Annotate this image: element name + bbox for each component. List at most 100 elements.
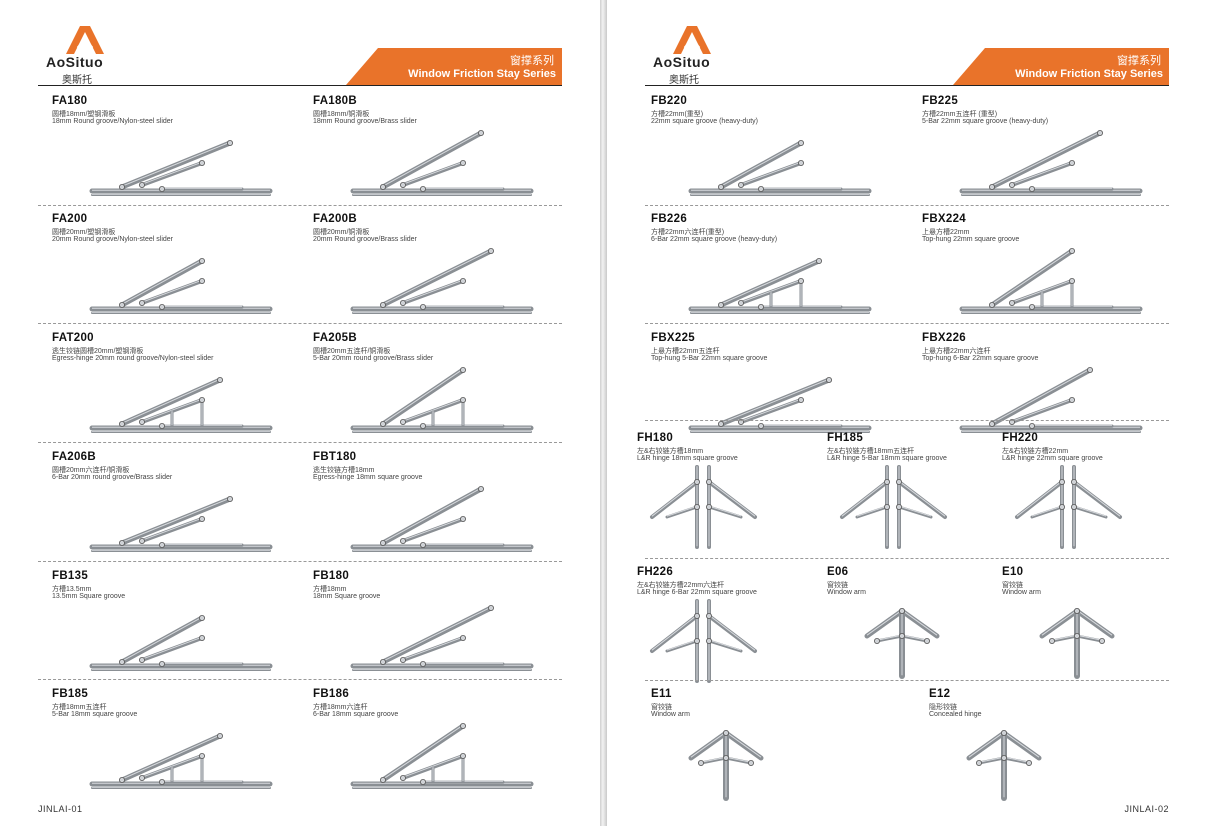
row-divider xyxy=(38,205,562,206)
product-desc-cn: 方槽18mm六连杆 xyxy=(313,704,368,711)
product-illustration xyxy=(52,481,282,566)
page-number-left: JINLAI-01 xyxy=(38,804,83,814)
product-illustration xyxy=(922,125,1152,210)
product-desc-en: L&R hinge 6-Bar 22mm square groove xyxy=(637,589,757,596)
product-code: E12 xyxy=(929,688,951,700)
product-illustration xyxy=(651,362,881,447)
product-code: FA205B xyxy=(313,332,357,344)
product-desc-cn: 方槽18mm五连杆 xyxy=(52,704,107,711)
product-illustration xyxy=(313,481,543,566)
product-desc-cn: 上悬方槽22mm六连杆 xyxy=(922,348,991,355)
lr-hinge-icon xyxy=(1015,465,1122,549)
product-desc-cn: 圆槽18mm/塑钢滑板 xyxy=(52,111,116,118)
product-illustration xyxy=(827,462,977,557)
window-arm-icon xyxy=(1039,607,1115,679)
product-desc-cn: 窗铰链 xyxy=(1002,582,1023,589)
product-desc-en: Window arm xyxy=(651,711,690,718)
friction-stay-icon xyxy=(89,495,273,552)
friction-stay-icon xyxy=(350,130,534,196)
product-desc-cn: 方槽13.5mm xyxy=(52,586,92,593)
product-illustration xyxy=(52,362,282,447)
product-code: FB226 xyxy=(651,213,688,225)
product-desc-en: Top-hung 6-Bar 22mm square groove xyxy=(922,355,1039,362)
product-desc-en: L&R hinge 5-Bar 18mm square groove xyxy=(827,455,947,462)
product-code: FB135 xyxy=(52,570,89,582)
friction-stay-icon xyxy=(89,257,273,314)
product-illustration xyxy=(922,362,1152,447)
product-desc-en: 5-Bar 18mm square groove xyxy=(52,711,138,718)
lr-hinge-icon xyxy=(650,599,757,683)
product-desc-cn: 逃生铰链方槽18mm xyxy=(313,467,375,474)
product-desc-cn: 窗铰链 xyxy=(827,582,848,589)
product-illustration xyxy=(651,243,881,328)
product-illustration xyxy=(313,243,543,328)
section-title-en: Window Friction Stay Series xyxy=(408,68,556,80)
friction-stay-icon xyxy=(959,248,1143,314)
product-code: FBT180 xyxy=(313,451,357,463)
row-divider xyxy=(645,558,1169,559)
lr-hinge-icon xyxy=(840,465,947,549)
product-desc-en: 22mm square groove (heavy-duty) xyxy=(651,118,758,125)
friction-stay-icon xyxy=(959,367,1143,433)
product-code: FBX224 xyxy=(922,213,966,225)
product-code: FB186 xyxy=(313,688,350,700)
product-illustration xyxy=(929,718,1079,813)
product-desc-en: 6-Bar 22mm square groove (heavy-duty) xyxy=(651,236,778,243)
product-code: FH226 xyxy=(637,566,674,578)
product-illustration xyxy=(637,596,787,691)
logo-mark-icon xyxy=(66,26,104,54)
friction-stay-icon xyxy=(89,732,273,789)
left-page: AoSituo 奥斯托 窗撑系列 Window Friction Stay Se… xyxy=(0,0,600,826)
friction-stay-icon xyxy=(350,367,534,433)
product-code: FH185 xyxy=(827,432,864,444)
product-desc-cn: 方槽22mm六连杆(重型) xyxy=(651,229,725,236)
section-banner: 窗撑系列 Window Friction Stay Series xyxy=(346,48,562,85)
row-divider xyxy=(645,323,1169,324)
friction-stay-icon xyxy=(350,605,534,671)
brand-cn: 奥斯托 xyxy=(62,75,92,86)
product-desc-cn: 上悬方槽22mm xyxy=(922,229,970,236)
product-illustration xyxy=(313,600,543,685)
row-divider xyxy=(38,323,562,324)
friction-stay-icon xyxy=(688,139,872,196)
product-card-fb226: FB226 方槽22mm六连杆(重型)6-Bar 22mm square groo… xyxy=(651,213,899,331)
product-desc-cn: 圆槽20mm/塑钢滑板 xyxy=(52,229,116,236)
product-code: FA180 xyxy=(52,95,88,107)
window-arm-icon xyxy=(688,729,764,801)
product-desc-en: 18mm Round groove/Nylon-steel slider xyxy=(52,118,173,125)
friction-stay-icon xyxy=(89,376,273,433)
product-code: FBX225 xyxy=(651,332,695,344)
brand-name: AoSituo xyxy=(653,54,711,70)
product-desc-cn: 圆槽20mm六连杆/铜滑板 xyxy=(52,467,130,474)
product-desc-cn: 左&右铰链方槽22mm xyxy=(1002,448,1069,455)
friction-stay-icon xyxy=(89,614,273,671)
product-desc-cn: 左&右铰链方槽18mm xyxy=(637,448,704,455)
window-arm-icon xyxy=(966,729,1042,801)
row-divider xyxy=(645,420,1169,421)
product-code: FA180B xyxy=(313,95,357,107)
friction-stay-icon xyxy=(688,257,872,314)
window-arm-icon xyxy=(864,607,940,679)
product-illustration xyxy=(827,596,977,691)
product-desc-en: Egress-hinge 20mm round groove/Nylon-ste… xyxy=(52,355,214,362)
section-banner: 窗撑系列 Window Friction Stay Series xyxy=(953,48,1169,85)
product-code: FB220 xyxy=(651,95,688,107)
product-desc-cn: 左&右铰链方槽18mm五连杆 xyxy=(827,448,915,455)
product-desc-en: L&R hinge 22mm square groove xyxy=(1002,455,1103,462)
row-divider xyxy=(645,680,1169,681)
page-number-right: JINLAI-02 xyxy=(1124,804,1169,814)
product-desc-en: 18mm Square groove xyxy=(313,593,381,600)
product-code: FH220 xyxy=(1002,432,1039,444)
